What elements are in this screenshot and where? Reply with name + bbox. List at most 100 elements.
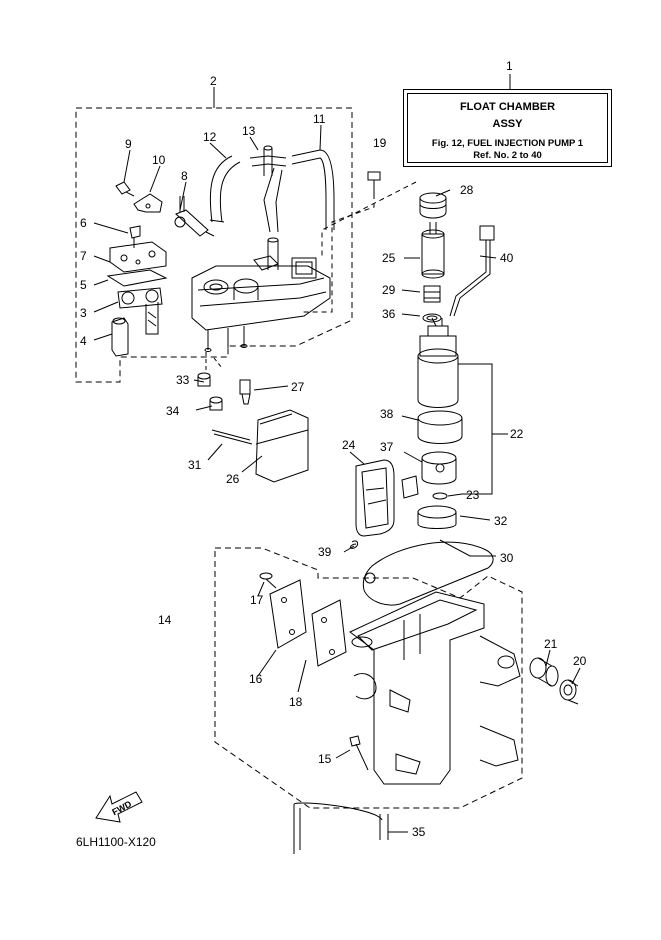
leader-18 [297,659,307,693]
leader-28 [435,189,451,197]
callout-28: 28 [460,183,474,197]
leader-33 [193,379,205,383]
part-31-pin [211,429,253,445]
part-14-chamber [349,591,521,785]
callout-15: 15 [318,752,332,766]
part-30-gasket [362,541,494,606]
part-16-plate [269,579,307,649]
part-37-regulator [401,451,457,499]
callout-32: 32 [494,514,508,528]
part-40-wire [449,225,495,317]
callout-11: 11 [313,112,326,126]
part-9-screw [115,181,135,197]
part-12-hose [209,155,241,223]
title-line-3: Fig. 12, FUEL INJECTION PUMP 1 [431,138,584,149]
part-21-grommet [529,657,559,687]
part-32-ring [417,505,457,529]
leader-40 [479,255,497,259]
float-chamber-body [191,237,331,352]
callout-18: 18 [289,695,303,709]
callout-31: 31 [188,458,202,472]
leader-36 [401,313,421,317]
part-24-filter [355,459,395,537]
leader-4 [93,333,113,341]
callout-25: 25 [382,251,396,265]
callout-14: 14 [158,613,172,627]
callout-21: 21 [544,637,558,651]
part-8-valve [174,196,215,237]
part-38-holder [417,410,463,444]
part-27-nipple [239,379,251,405]
callout-10: 10 [152,153,166,167]
callout-26: 26 [226,472,240,486]
part-19-screw [367,171,381,194]
leader-15 [335,749,351,759]
leader-22 [458,363,508,495]
callout-3: 3 [80,306,87,320]
leader-38 [401,415,419,421]
callout-33: 33 [176,373,190,387]
part-34-screw [209,396,223,411]
callout-39: 39 [318,545,332,559]
leader-11 [319,124,322,151]
leader-19-dashed [300,194,375,313]
leader-20 [571,667,581,685]
leader-6 [93,222,129,234]
callout-5: 5 [80,278,87,292]
leader-33-dashed [205,352,223,370]
callout-34: 34 [166,404,180,418]
fwd-arrow-icon [95,791,143,823]
callout-22: 22 [510,427,524,441]
callout-9: 9 [125,137,132,151]
callout-23: 23 [466,488,480,502]
group-boundary-2 [75,107,353,383]
part-39-clip [349,540,359,549]
leader-10 [149,165,161,193]
leader-34 [195,405,213,411]
callout-4: 4 [80,334,87,348]
callout-labels: 1 2 3 4 5 6 7 8 9 10 11 12 13 14 15 16 1… [80,59,587,839]
callout-17: 17 [250,593,264,607]
callout-30: 30 [500,551,514,565]
leader-13 [249,136,259,151]
leader-30 [439,539,496,557]
part-35-hose [293,802,389,854]
part-25-pipe [421,222,445,279]
callout-12: 12 [203,130,217,144]
title-box: FLOAT CHAMBER ASSY Fig. 12, FUEL INJECTI… [403,89,612,167]
callout-7: 7 [80,249,87,263]
leader-8 [179,181,187,211]
callout-38: 38 [380,407,394,421]
leader-27 [253,385,289,391]
leader-23 [447,493,463,497]
part-26-holder [255,409,309,483]
callout-35: 35 [412,825,426,839]
callout-24: 24 [342,438,356,452]
part-28-cap [419,192,447,219]
callout-40: 40 [500,251,514,265]
part-4-filter [111,317,129,357]
part-13-joint [249,145,287,176]
callout-27: 27 [291,380,305,394]
figure-code: 6LH1100-X120 [76,835,156,849]
leader-37 [403,451,423,463]
callout-20: 20 [573,654,587,668]
leader-39 [343,545,355,553]
callout-2: 2 [210,74,217,88]
callout-6: 6 [80,216,87,230]
callout-13: 13 [242,124,256,138]
leader-12 [209,142,227,159]
part-15-screw [349,735,369,771]
leader-3 [93,301,119,313]
title-line-4: Ref. No. 2 to 40 [473,150,542,161]
part-36-oring [422,313,442,323]
leader-5 [93,279,109,286]
callout-1: 1 [506,59,513,73]
leader-31 [207,443,223,461]
leader-17 [257,581,265,597]
part-29-grommet [423,285,441,303]
part-33-screw [197,372,211,387]
leader-7 [93,255,111,263]
